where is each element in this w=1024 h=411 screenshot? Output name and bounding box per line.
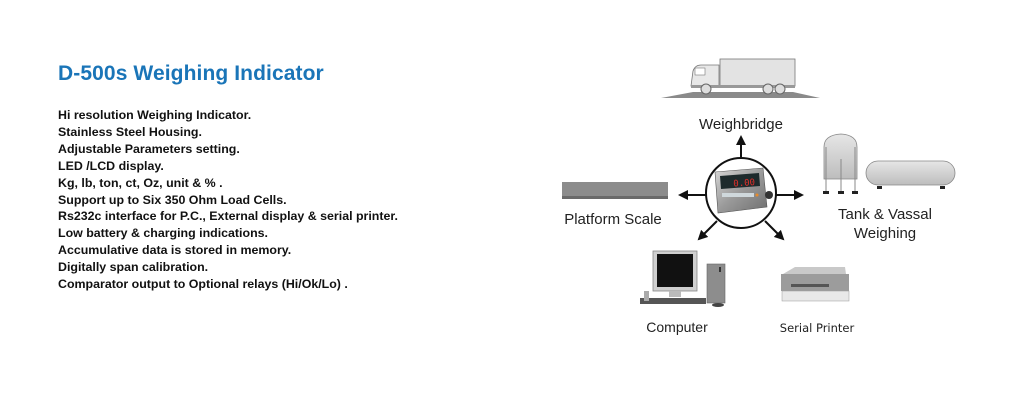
arrow-down-right-icon bbox=[764, 220, 785, 241]
feature-item: LED /LCD display. bbox=[58, 158, 164, 173]
weighing-indicator-icon: 0.00 bbox=[705, 157, 777, 229]
feature-list: Hi resolution Weighing Indicator. Stainl… bbox=[58, 107, 398, 293]
page-title: D-500s Weighing Indicator bbox=[58, 62, 324, 85]
weighbridge-label: Weighbridge bbox=[699, 116, 783, 133]
tank-label-line1: Tank & Vassal bbox=[838, 206, 932, 223]
platform-scale-label: Platform Scale bbox=[564, 211, 662, 228]
weighbridge-icon bbox=[661, 58, 820, 98]
feature-item: Accumulative data is stored in memory. bbox=[58, 243, 292, 258]
feature-item: Stainless Steel Housing. bbox=[58, 124, 202, 139]
display-reading: 0.00 bbox=[733, 178, 755, 189]
feature-item: Rs232c interface for P.C., External disp… bbox=[58, 209, 398, 224]
feature-item: Support up to Six 350 Ohm Load Cells. bbox=[58, 192, 287, 207]
feature-item: Hi resolution Weighing Indicator. bbox=[58, 108, 252, 122]
platform-scale-icon bbox=[562, 182, 668, 199]
computer-label: Computer bbox=[646, 319, 708, 335]
feature-item: Comparator output to Optional relays (Hi… bbox=[58, 277, 348, 292]
arrow-down-left-icon bbox=[697, 220, 718, 241]
computer-icon bbox=[640, 250, 726, 307]
feature-item: Adjustable Parameters setting. bbox=[58, 141, 240, 156]
feature-item: Low battery & charging indications. bbox=[58, 226, 268, 241]
feature-item: Digitally span calibration. bbox=[58, 260, 209, 275]
serial-printer-label: Serial Printer bbox=[780, 321, 855, 335]
tank-icon bbox=[823, 133, 956, 194]
printer-icon bbox=[781, 267, 850, 302]
connectivity-diagram: Weighbridge Platform Scale Tank & Vassal… bbox=[562, 58, 956, 335]
feature-item: Kg, lb, ton, ct, Oz, unit & % . bbox=[58, 175, 223, 190]
tank-label-line2: Weighing bbox=[854, 225, 916, 242]
